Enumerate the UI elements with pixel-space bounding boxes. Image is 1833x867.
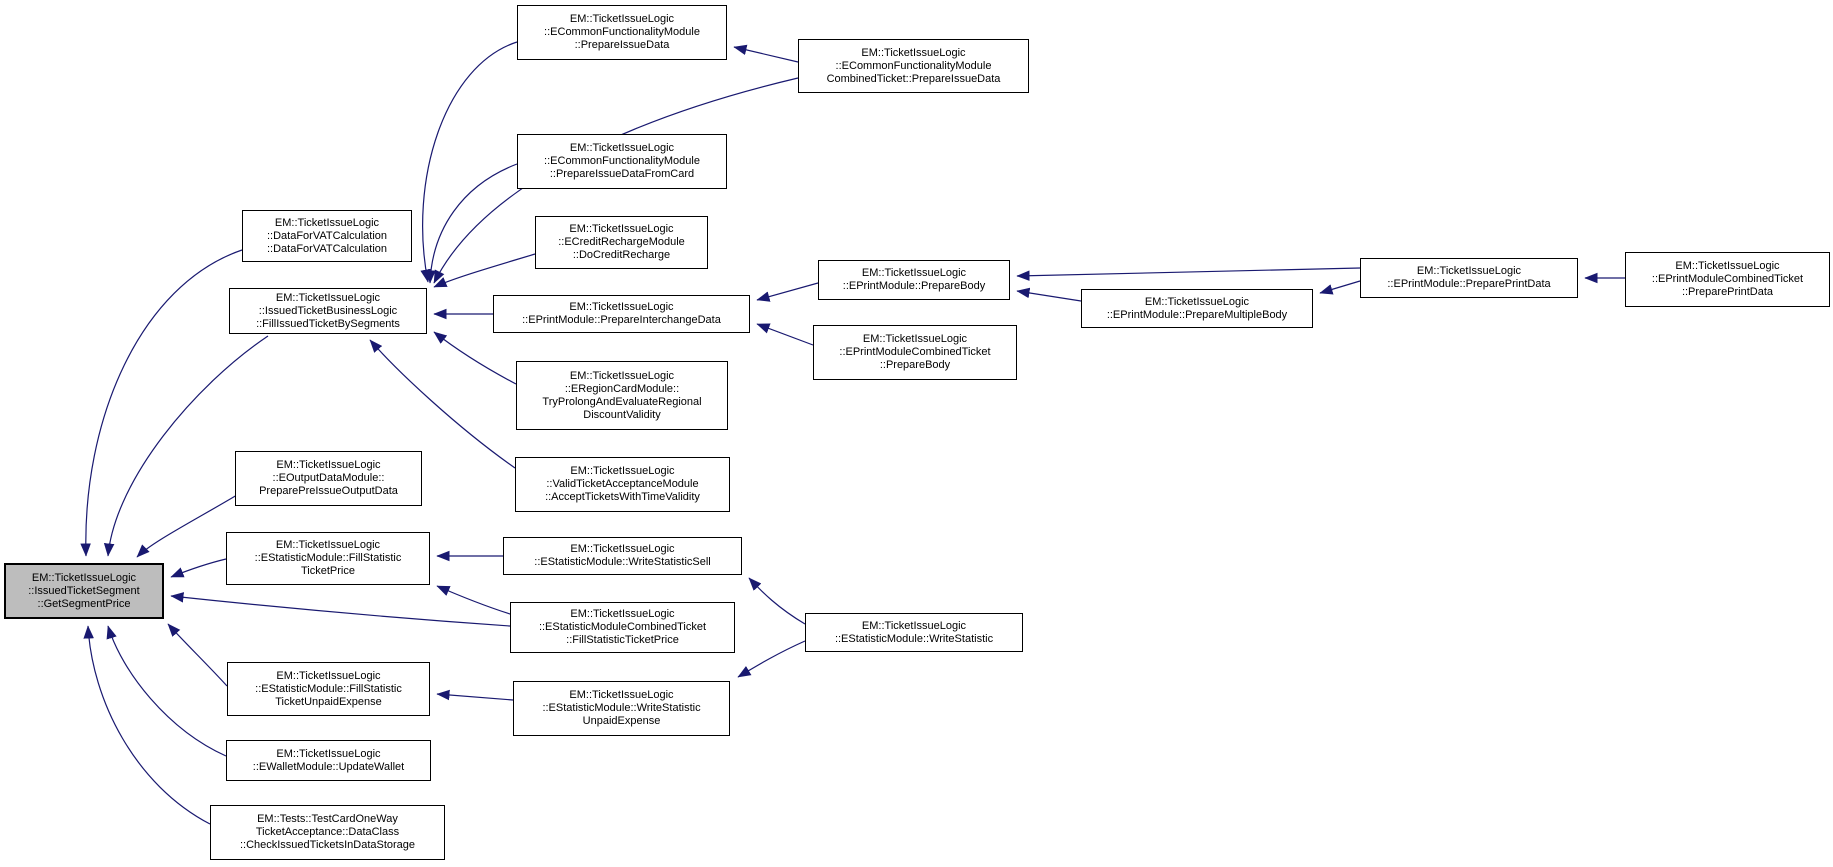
edge-combpreparebody-to-prepareinterchange: [756, 323, 814, 346]
node-update-wallet[interactable]: EM::TicketIssueLogic ::EWalletModule::Up…: [226, 740, 431, 781]
node-write-statistic-sell[interactable]: EM::TicketIssueLogic ::EStatisticModule:…: [503, 537, 742, 575]
node-prepare-body[interactable]: EM::TicketIssueLogic ::EPrintModule::Pre…: [818, 260, 1010, 300]
edge-writestatistic-to-writestatunpaid: [737, 640, 806, 678]
edge-datavat-to-getsegmentprice: [80, 249, 243, 557]
edge-prepareprintdata-to-preparebody: [1016, 267, 1361, 281]
edge-accepttickets-to-fillissued: [369, 339, 516, 469]
node-try-prolong-regional-discount-validity[interactable]: EM::TicketIssueLogic ::ERegionCardModule…: [516, 361, 728, 430]
edge-fillissued-to-getsegmentprice: [103, 335, 269, 557]
node-data-for-vat-calculation[interactable]: EM::TicketIssueLogic ::DataForVATCalcula…: [242, 210, 412, 262]
edge-fillstatprice-to-getsegmentprice: [170, 558, 227, 578]
edge-combfillstatprice-to-getsegmentprice: [170, 592, 511, 627]
node-combined-fill-statistic-ticket-price[interactable]: EM::TicketIssueLogic ::EStatisticModuleC…: [510, 602, 735, 653]
edge-combprepareissue-to-prepareissuedata: [733, 44, 799, 63]
node-prepare-interchange-data[interactable]: EM::TicketIssueLogic ::EPrintModule::Pre…: [493, 295, 750, 333]
edge-outputdata-to-getsegmentprice: [136, 494, 238, 558]
edge-writestatistic-to-writestatsell: [748, 577, 806, 625]
node-prepare-print-data[interactable]: EM::TicketIssueLogic ::EPrintModule::Pre…: [1360, 258, 1578, 298]
node-write-statistic[interactable]: EM::TicketIssueLogic ::EStatisticModule:…: [805, 613, 1023, 652]
node-accept-tickets-with-time-validity[interactable]: EM::TicketIssueLogic ::ValidTicketAccept…: [515, 457, 730, 512]
edge-combfillstatprice-to-fillstatprice: [436, 585, 511, 615]
node-prepare-issue-data[interactable]: EM::TicketIssueLogic ::ECommonFunctional…: [517, 5, 727, 60]
edge-preparemultiplebody-to-preparebody: [1016, 287, 1082, 302]
edge-tryprolong-to-fillissued: [433, 331, 517, 385]
node-combined-ticket-prepare-print-data[interactable]: EM::TicketIssueLogic ::EPrintModuleCombi…: [1625, 252, 1830, 307]
edge-preparebody-to-prepareinterchange: [756, 282, 819, 302]
edge-prepareissuedata-to-fillissued: [420, 41, 518, 283]
node-combined-ticket-prepare-issue-data[interactable]: EM::TicketIssueLogic ::ECommonFunctional…: [798, 39, 1029, 93]
node-prepare-multiple-body[interactable]: EM::TicketIssueLogic ::EPrintModule::Pre…: [1081, 289, 1313, 328]
edge-preparefromcard-to-fillissued: [425, 163, 518, 284]
node-combined-ticket-prepare-body[interactable]: EM::TicketIssueLogic ::EPrintModuleCombi…: [813, 325, 1017, 380]
node-prepare-pre-issue-output-data[interactable]: EM::TicketIssueLogic ::EOutputDataModule…: [235, 451, 422, 506]
edge-docreditrecharge-to-fillissued: [433, 253, 536, 288]
node-check-issued-tickets-in-data-storage[interactable]: EM::Tests::TestCardOneWay TicketAcceptan…: [210, 805, 445, 860]
edge-fillstatunpaid-to-getsegmentprice: [167, 623, 228, 687]
node-get-segment-price: EM::TicketIssueLogic ::IssuedTicketSegme…: [4, 563, 164, 619]
edge-tests-to-getsegmentprice: [83, 625, 211, 825]
edge-prepareprintdata-to-preparemultiplebody: [1319, 280, 1361, 295]
node-write-statistic-unpaid-expense[interactable]: EM::TicketIssueLogic ::EStatisticModule:…: [513, 681, 730, 736]
edge-writestatunpaid-to-fillstatunpaid: [436, 689, 514, 701]
node-prepare-issue-data-from-card[interactable]: EM::TicketIssueLogic ::ECommonFunctional…: [517, 134, 727, 189]
node-do-credit-recharge[interactable]: EM::TicketIssueLogic ::ECreditRechargeMo…: [535, 216, 708, 269]
node-fill-statistic-ticket-price[interactable]: EM::TicketIssueLogic ::EStatisticModule:…: [226, 532, 430, 585]
edge-updatewallet-to-getsegmentprice: [106, 625, 227, 757]
node-fill-statistic-ticket-unpaid-expense[interactable]: EM::TicketIssueLogic ::EStatisticModule:…: [227, 662, 430, 716]
node-fill-issued-ticket-by-segments[interactable]: EM::TicketIssueLogic ::IssuedTicketBusin…: [229, 288, 427, 334]
